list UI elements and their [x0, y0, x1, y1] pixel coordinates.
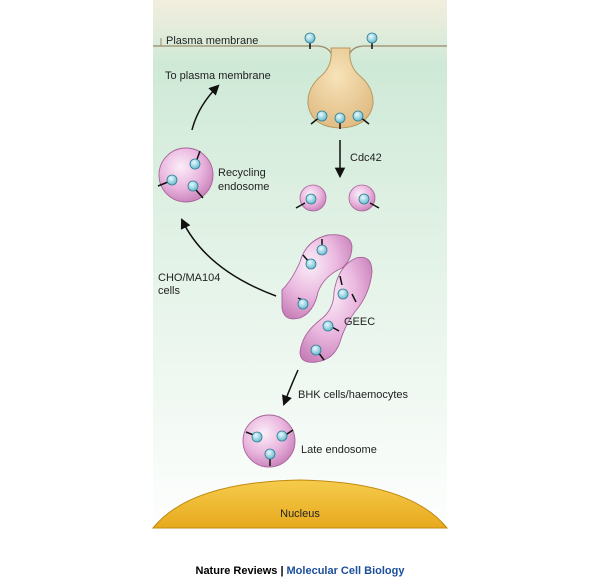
- cargo-geec: [297, 239, 357, 361]
- cargo-membrane-1: [304, 32, 316, 49]
- arrow-to-plasma-membrane: [191, 84, 220, 131]
- label-to-plasma-membrane: To plasma membrane: [165, 70, 271, 82]
- cargo-pit: [310, 110, 370, 129]
- figure-credit: Nature Reviews|Molecular Cell Biology: [0, 565, 600, 577]
- label-recycling-endosome-1: Recycling: [218, 167, 266, 179]
- nucleus: [151, 479, 449, 529]
- geec-compartment-upper: [281, 234, 353, 320]
- geec-compartment-lower: [299, 256, 373, 363]
- label-geec: GEEC: [344, 316, 375, 328]
- label-cdc42: Cdc42: [350, 152, 382, 164]
- cargo-membrane-2: [366, 32, 378, 49]
- label-cho-cells-2: cells: [158, 285, 181, 297]
- label-recycling-endosome-2: endosome: [218, 181, 269, 193]
- late-endosome: [242, 414, 296, 468]
- label-cho-cells-1: CHO/MA104: [158, 272, 220, 284]
- label-nucleus: Nucleus: [280, 508, 320, 520]
- label-plasma-membrane: Plasma membrane: [166, 35, 258, 47]
- journal-name: Molecular Cell Biology: [286, 565, 405, 577]
- label-late-endosome: Late endosome: [301, 444, 377, 456]
- arrow-geec-to-recycling: [180, 218, 277, 297]
- vesicle-left: [295, 184, 327, 212]
- vesicle-right: [348, 184, 380, 212]
- credit-separator: |: [280, 565, 284, 577]
- arrow-geec-to-late-endosome: [282, 369, 299, 406]
- label-bhk-cells: BHK cells/haemocytes: [298, 389, 409, 401]
- publisher-name: Nature Reviews: [195, 565, 278, 577]
- recycling-endosome: [157, 147, 214, 203]
